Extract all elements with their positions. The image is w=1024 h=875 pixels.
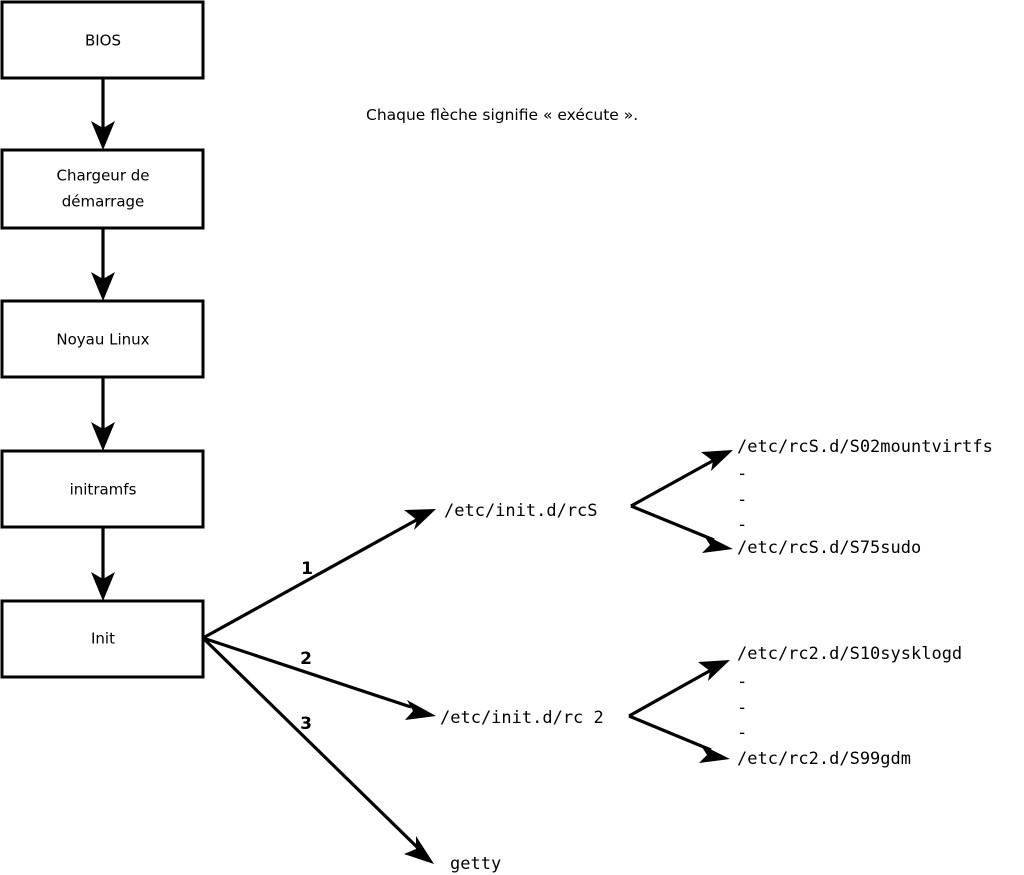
node-kernel-box (0, 299, 205, 379)
node-init: Init (0, 599, 205, 679)
arrow-init-to-getty (201, 636, 434, 864)
arrow-bootloader-to-kernel (91, 228, 115, 301)
branch-number-1: 1 (301, 559, 313, 579)
label-rc2-script-first: /etc/rc2.d/S10sysklogd (737, 644, 962, 664)
rc2-ellipsis-dash-1: - (737, 672, 747, 692)
label-rcs-script-last: /etc/rcS.d/S75sudo (737, 538, 921, 558)
label-etc-init-d-rc2: /etc/init.d/rc 2 (440, 708, 604, 728)
arrow-rcs-to-last-script (630, 504, 733, 553)
arrow-rc2-to-last-script (628, 714, 730, 763)
node-bios-box (0, 0, 205, 80)
arrow-initramfs-to-init (91, 527, 115, 601)
rc2-ellipsis-dash-3: - (737, 723, 747, 743)
branch-number-2: 2 (300, 649, 312, 669)
arrow-kernel-to-initramfs (91, 377, 115, 451)
node-initramfs-label: initramfs (70, 481, 137, 499)
node-bootloader: Chargeur de démarrage (0, 148, 205, 230)
label-getty: getty (450, 854, 501, 874)
label-etc-init-d-rcs: /etc/init.d/rcS (444, 501, 598, 521)
node-bootloader-box (0, 148, 205, 230)
node-initramfs: initramfs (0, 449, 205, 529)
arrow-rc2-to-first-script (628, 660, 730, 718)
label-rcs-script-first: /etc/rcS.d/S02mountvirtfs (737, 437, 993, 457)
node-bootloader-label-line2: démarrage (62, 193, 145, 211)
node-bootloader-label-line1: Chargeur de (56, 167, 149, 185)
node-kernel: Noyau Linux (0, 299, 205, 379)
rcs-ellipsis-dash-3: - (737, 515, 747, 535)
node-kernel-label: Noyau Linux (56, 331, 149, 349)
legend-note: Chaque flèche signifie « exécute ». (366, 106, 638, 124)
rcs-ellipsis-dash-1: - (737, 464, 747, 484)
branch-number-3: 3 (300, 714, 312, 734)
rc2-ellipsis-dash-2: - (737, 698, 747, 718)
node-bios: BIOS (0, 0, 205, 80)
label-rc2-script-last: /etc/rc2.d/S99gdm (737, 749, 911, 769)
arrow-init-to-rcs (202, 509, 436, 640)
rcs-ellipsis-dash-2: - (737, 490, 747, 510)
arrow-rcs-to-first-script (630, 450, 733, 508)
arrow-init-to-rc2 (202, 636, 436, 720)
node-bios-label: BIOS (85, 32, 121, 50)
node-init-label: Init (91, 630, 115, 648)
arrow-bios-to-bootloader (91, 78, 115, 150)
